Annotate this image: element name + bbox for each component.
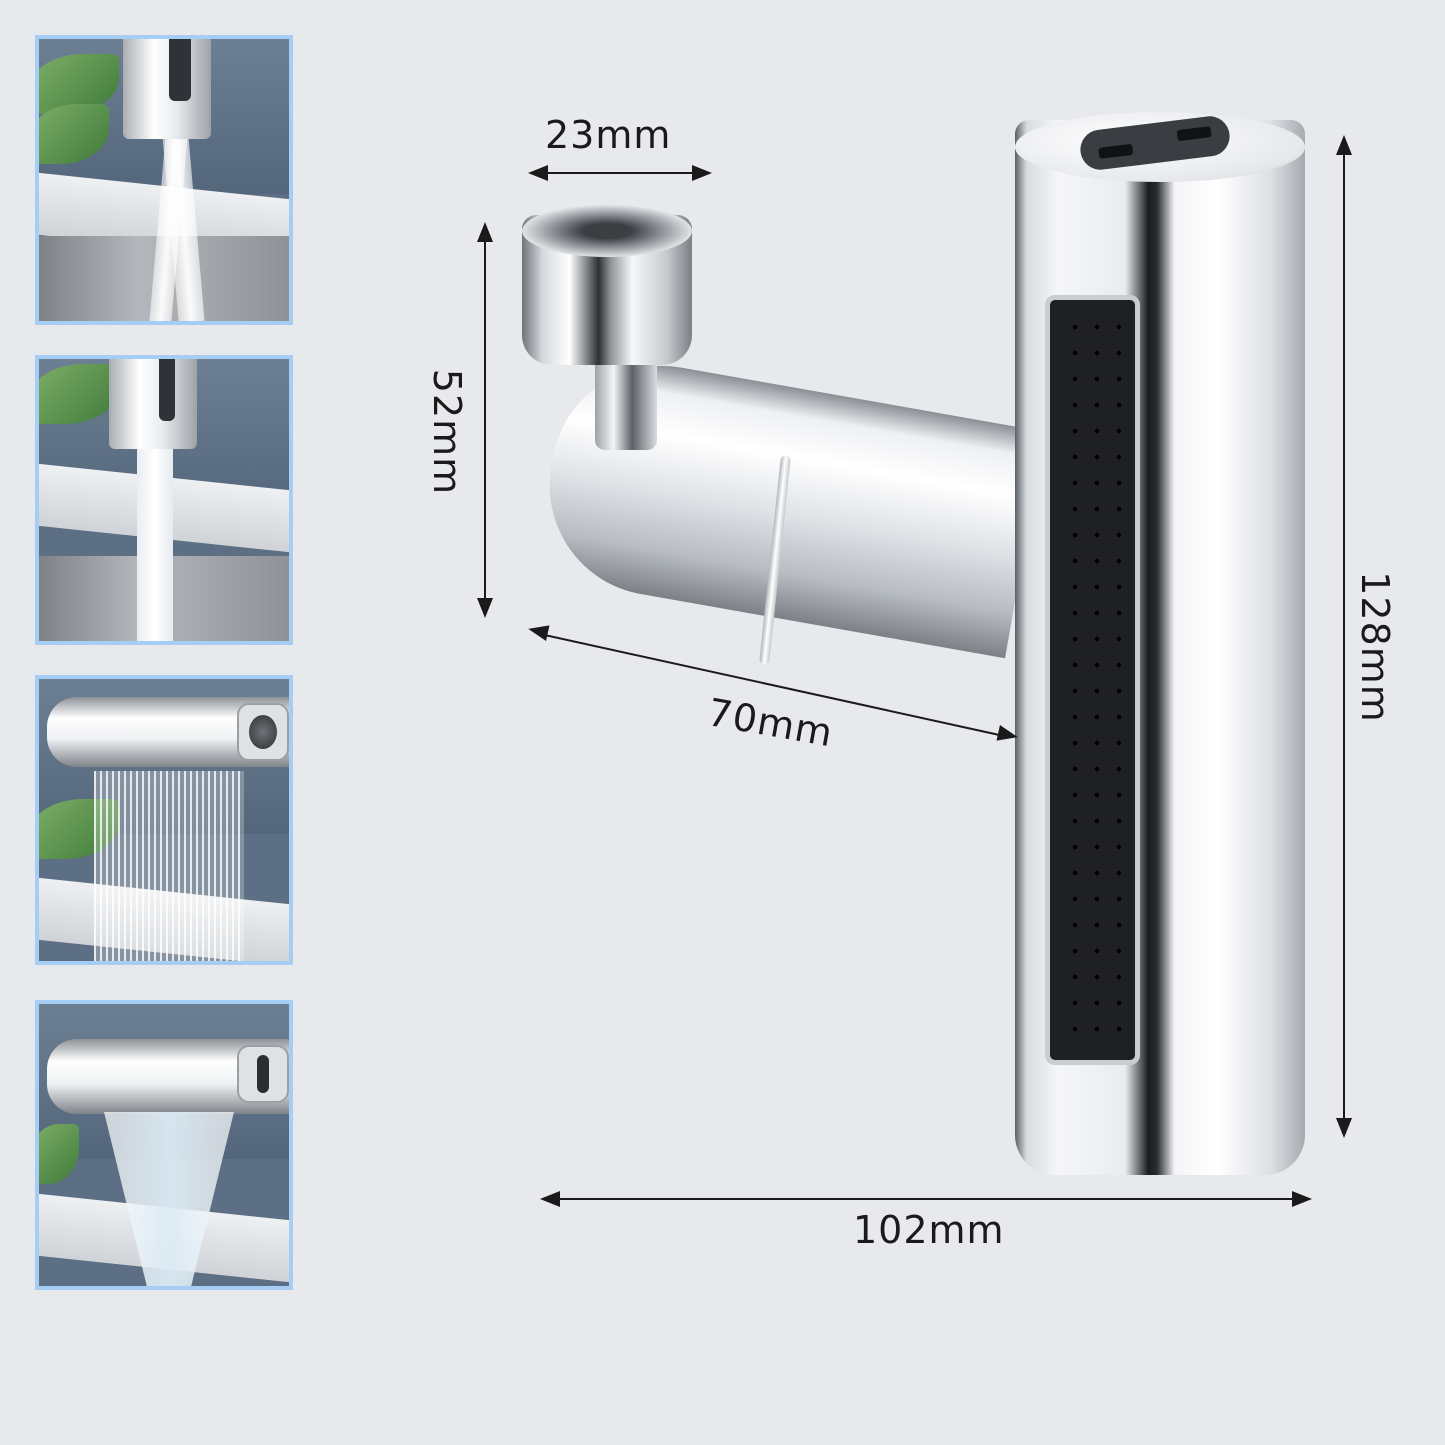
- dimension-total-height: 128mm: [1353, 571, 1397, 723]
- dimension-line: [555, 1198, 1295, 1200]
- arrow-up-icon: [1336, 135, 1352, 155]
- thumbnail-rain-shower: [35, 675, 293, 965]
- plant-leaf: [39, 1124, 79, 1184]
- thumbnail-split-spray: [35, 35, 293, 325]
- arrow-right-icon: [692, 165, 712, 181]
- faucet-spray-panel: [1045, 295, 1140, 1065]
- thumbnail-column-stream: [35, 355, 293, 645]
- dimension-arm-length: 70mm: [704, 690, 837, 756]
- faucet-aerator-opening: [522, 205, 692, 257]
- dimension-spout-height: 52mm: [425, 368, 469, 496]
- arrow-left-icon: [540, 1191, 560, 1207]
- dimension-line: [545, 172, 697, 174]
- arrow-left-icon: [528, 165, 548, 181]
- arrow-down-icon: [1336, 1118, 1352, 1138]
- arrow-right-icon: [1292, 1191, 1312, 1207]
- dimension-total-width: 102mm: [853, 1208, 1005, 1252]
- arrow-up-icon: [477, 222, 493, 242]
- arrow-down-icon: [477, 598, 493, 618]
- dimension-aerator-width: 23mm: [545, 113, 672, 157]
- arrow-left-icon: [526, 621, 550, 641]
- thumbnail-waterfall: [35, 1000, 293, 1290]
- faucet-swivel-neck: [595, 355, 657, 450]
- dimension-line: [484, 240, 486, 600]
- arrow-right-icon: [996, 725, 1020, 745]
- dimension-line: [1343, 150, 1345, 1125]
